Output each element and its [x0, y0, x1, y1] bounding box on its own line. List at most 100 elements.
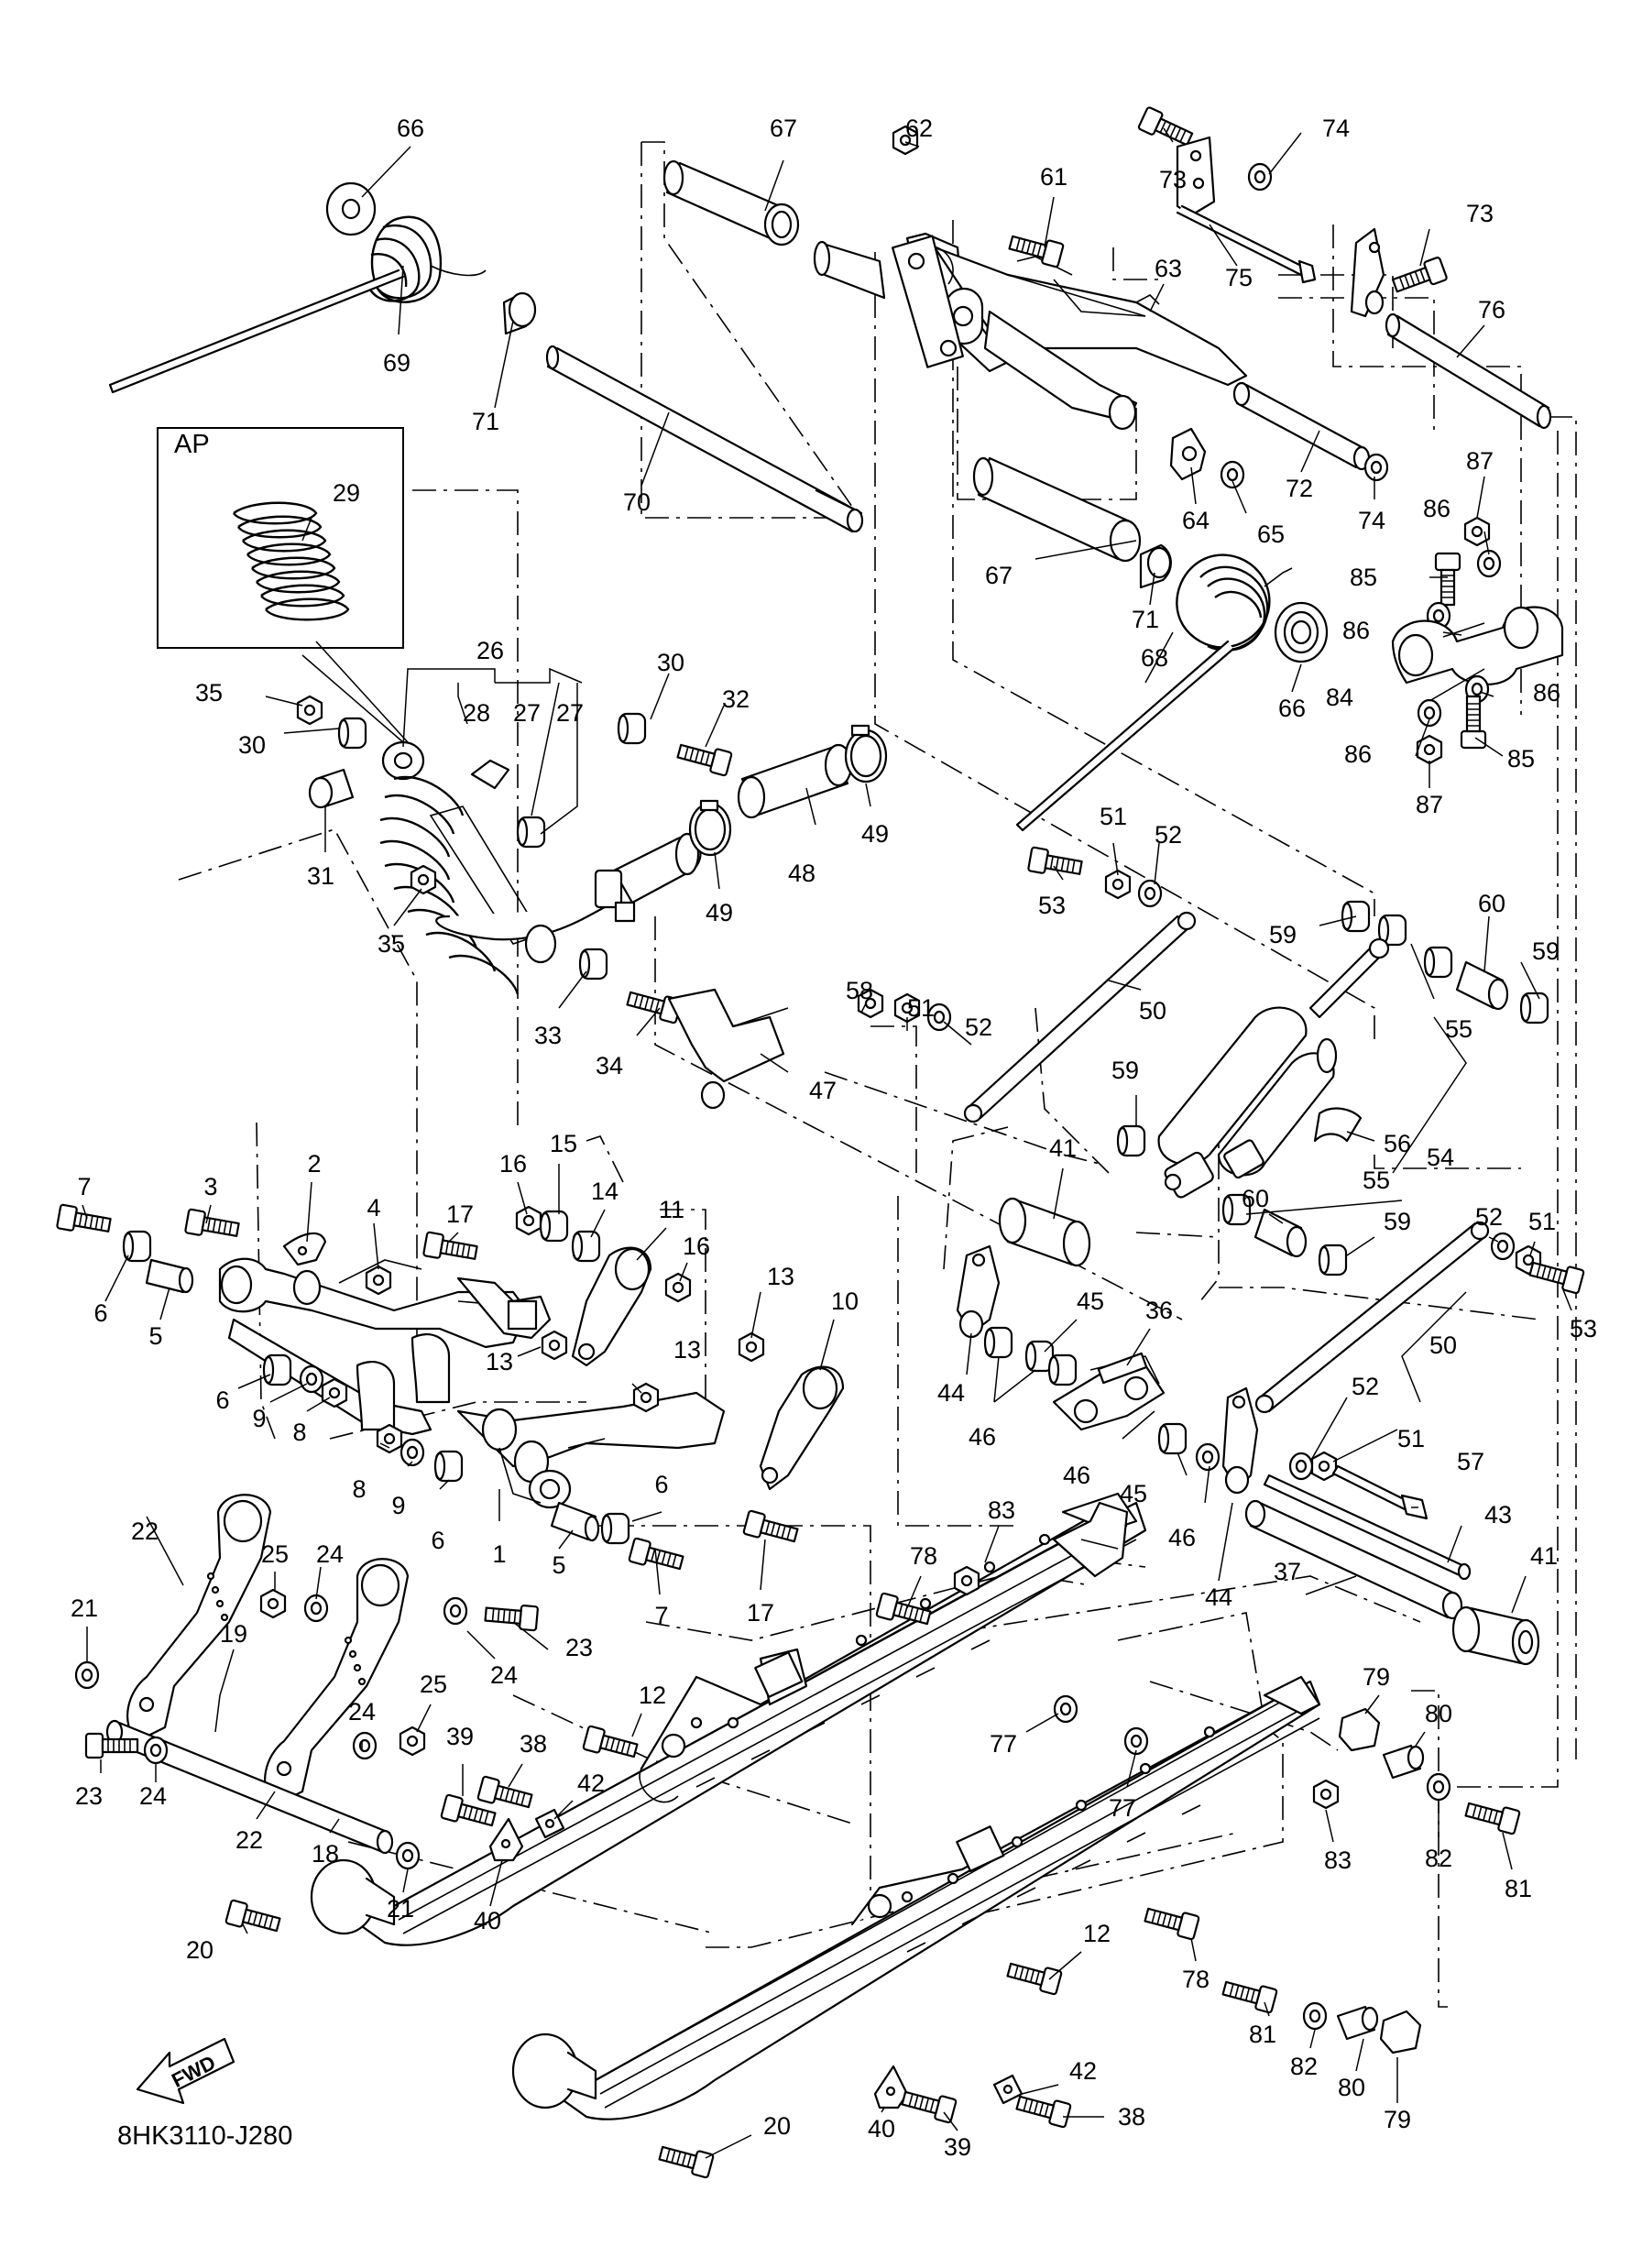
collar-5-upper: [145, 1258, 194, 1294]
callout-42: 42: [1069, 2057, 1097, 2085]
rear-shock-26: [379, 740, 607, 995]
callout-85: 85: [1350, 564, 1377, 591]
callout-78: 78: [1182, 1966, 1210, 1993]
callout-21: 21: [71, 1594, 98, 1622]
collar-60-upper: [1455, 960, 1509, 1011]
callout-74: 74: [1322, 115, 1350, 142]
bolt-85-lower: [1460, 695, 1487, 750]
bolt-17-upper: [421, 1231, 479, 1265]
callout-22: 22: [235, 1826, 263, 1854]
ap-label: AP: [174, 430, 210, 459]
rod-50-lower: [1254, 1221, 1490, 1414]
callout-57: 57: [1457, 1448, 1484, 1475]
callout-66: 66: [397, 115, 424, 142]
diagram-code: 8HK3110-J280: [117, 2121, 292, 2151]
collar-45-c: [1157, 1422, 1188, 1455]
washer-21-lower: [395, 1841, 421, 1870]
callout-59: 59: [1384, 1208, 1411, 1235]
callout-51: 51: [1528, 1208, 1556, 1235]
callout-76: 76: [1478, 296, 1505, 323]
side-plate-62-mount: [891, 235, 964, 368]
callout-24: 24: [316, 1540, 344, 1568]
callout-4: 4: [367, 1194, 380, 1222]
cover-48: [737, 743, 853, 819]
callout-30: 30: [238, 731, 266, 759]
callout-21: 21: [387, 1895, 414, 1923]
callout-30: 30: [657, 649, 684, 676]
washer-24-d: [352, 1731, 378, 1760]
callout-53: 53: [1570, 1315, 1597, 1342]
callout-63: 63: [1155, 255, 1182, 282]
callout-18: 18: [312, 1840, 339, 1868]
callout-42: 42: [577, 1769, 605, 1797]
callout-52: 52: [1155, 821, 1182, 849]
collar-46-a: [983, 1326, 1013, 1359]
collar-6-right: [433, 1450, 464, 1483]
spring-29: [233, 501, 350, 621]
bracket-2: [282, 1232, 327, 1266]
callout-82: 82: [1425, 1845, 1452, 1872]
collar-30-left: [337, 717, 367, 750]
callout-5: 5: [148, 1322, 162, 1350]
callout-62: 62: [905, 115, 933, 142]
washer-86-d: [1417, 698, 1442, 728]
shaft-76: [1385, 312, 1552, 430]
tube-67-upper: [662, 159, 800, 247]
callout-71: 71: [472, 408, 499, 435]
washer-82-lower: [1302, 2001, 1328, 2031]
callout-77: 77: [1109, 1794, 1136, 1822]
slider-79-upper: [1338, 1707, 1381, 1752]
callout-78: 78: [910, 1542, 937, 1570]
callout-68: 68: [1141, 644, 1168, 672]
callout-73: 73: [1159, 166, 1187, 193]
callout-51: 51: [1100, 803, 1127, 830]
callout-10: 10: [831, 1287, 859, 1315]
callout-86: 86: [1533, 679, 1560, 707]
callout-85: 85: [1507, 745, 1535, 772]
relay-arm-10: [759, 1365, 845, 1491]
callout-81: 81: [1505, 1875, 1532, 1902]
callout-17: 17: [747, 1599, 774, 1627]
bolt-53-upper: [1026, 846, 1084, 881]
callout-7: 7: [77, 1173, 91, 1200]
callout-3: 3: [203, 1173, 217, 1200]
front-arm-1: [218, 1257, 726, 1509]
washer-74-upper: [1247, 162, 1273, 192]
reservoir-tank: [594, 832, 702, 923]
washer-74-lower: [1363, 453, 1389, 482]
rail-mount-bracket-upper: [1052, 1501, 1129, 1578]
callout-39: 39: [446, 1723, 474, 1750]
callout-41: 41: [1049, 1134, 1077, 1162]
nut-13-middle: [632, 1382, 660, 1413]
callout-25: 25: [420, 1671, 447, 1698]
callout-52: 52: [1352, 1373, 1379, 1400]
callout-75: 75: [1225, 264, 1253, 291]
bracket-73-right: [1350, 227, 1385, 318]
callout-45: 45: [1120, 1480, 1147, 1507]
bracket-22-left: [126, 1494, 272, 1743]
nut-8-right: [376, 1423, 403, 1454]
callout-40: 40: [868, 2115, 895, 2142]
washer-65: [1220, 460, 1245, 489]
callout-45: 45: [1077, 1287, 1104, 1315]
nut-16-upper: [515, 1205, 542, 1236]
collar-31: [308, 768, 355, 809]
callout-77: 77: [990, 1730, 1017, 1758]
collar-59-right: [1519, 992, 1549, 1024]
washer-9-left: [299, 1364, 324, 1394]
callout-55: 55: [1445, 1015, 1472, 1043]
band-49-left: [688, 799, 732, 857]
callout-6: 6: [654, 1471, 668, 1498]
plate-40-upper: [488, 1817, 524, 1862]
callout-80: 80: [1425, 1700, 1452, 1727]
callout-38: 38: [1118, 2103, 1145, 2131]
collar-41-upper: [998, 1197, 1091, 1267]
callout-20: 20: [763, 2112, 791, 2140]
callout-72: 72: [1286, 475, 1313, 502]
fwd-arrow-icon: FWD: [136, 2037, 235, 2105]
tube-67-lower: [972, 456, 1142, 563]
rear-arm-36: [1052, 1352, 1166, 1431]
collar-6-left: [262, 1353, 292, 1386]
callout-9: 9: [391, 1492, 405, 1519]
ap-callout-box: [157, 427, 404, 649]
